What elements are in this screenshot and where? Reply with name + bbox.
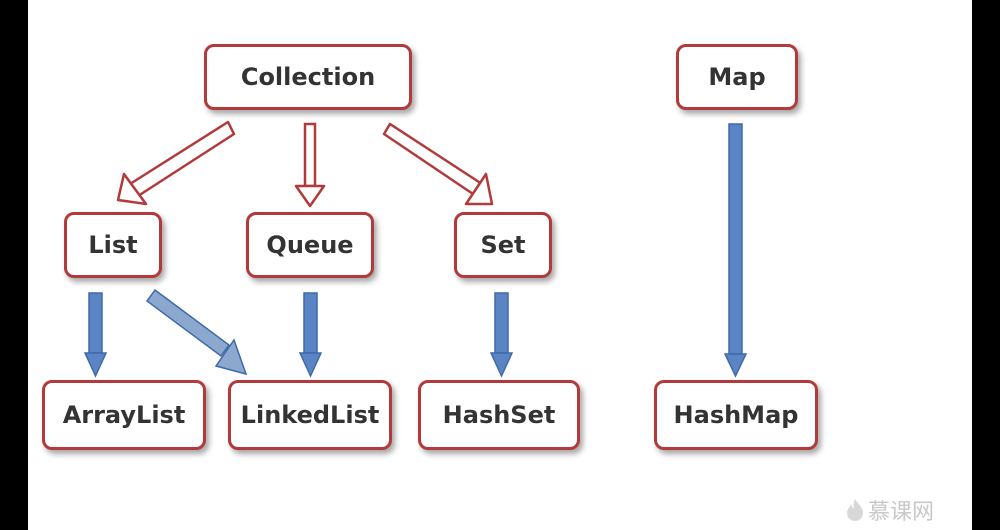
node-hashset: HashSet bbox=[418, 380, 580, 450]
node-arraylist: ArrayList bbox=[42, 380, 206, 450]
arrow-list-to-linkedlist bbox=[145, 288, 248, 376]
node-queue: Queue bbox=[246, 212, 374, 278]
watermark-logo: 慕课网 bbox=[846, 494, 934, 526]
watermark-text: 慕课网 bbox=[867, 500, 934, 525]
flame-icon bbox=[846, 499, 863, 521]
node-map: Map bbox=[676, 44, 798, 110]
slide: Collection Map List Queue Set ArrayList … bbox=[28, 0, 972, 530]
node-collection: Collection bbox=[204, 44, 412, 110]
node-linkedlist: LinkedList bbox=[228, 380, 392, 450]
arrow-map-to-hashmap bbox=[723, 123, 748, 378]
arrow-queue-to-linkedlist bbox=[298, 292, 323, 378]
node-list: List bbox=[64, 212, 162, 278]
arrow-collection-to-list bbox=[116, 120, 236, 206]
arrow-collection-to-set bbox=[382, 122, 494, 206]
arrow-list-to-arraylist bbox=[83, 292, 108, 378]
arrow-set-to-hashset bbox=[489, 292, 514, 378]
node-hashmap: HashMap bbox=[654, 380, 818, 450]
arrows-layer bbox=[83, 120, 748, 378]
arrow-collection-to-queue bbox=[294, 122, 326, 208]
node-set: Set bbox=[454, 212, 552, 278]
